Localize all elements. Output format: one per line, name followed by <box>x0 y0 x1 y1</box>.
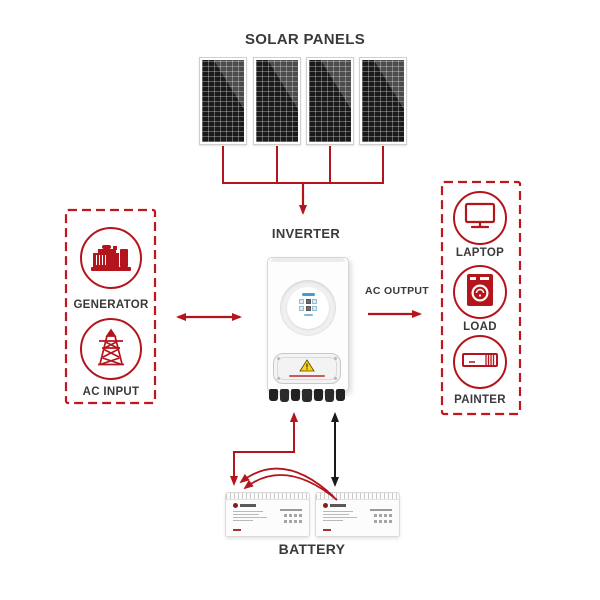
solar-panel-cells <box>309 60 351 142</box>
battery-spec-marks <box>280 509 302 523</box>
display-indicator <box>303 313 313 316</box>
battery-spec-marks <box>370 509 392 523</box>
battery-brand-logo <box>233 503 256 508</box>
battery-brand-logo <box>323 503 346 508</box>
ac-input-label: AC INPUT <box>82 386 140 398</box>
diagram-title: SOLAR PANELS <box>245 31 365 48</box>
battery-unit-2 <box>315 492 400 537</box>
laptop-circle <box>453 191 507 245</box>
ac-input-circle <box>80 318 142 380</box>
wiring-box <box>273 353 341 384</box>
printer-icon <box>461 350 499 375</box>
solar-panel-cells <box>256 60 298 142</box>
pv-bus-lines <box>222 146 384 184</box>
load-circle <box>453 265 507 319</box>
brand-logo <box>301 293 315 296</box>
solar-panel-cells <box>202 60 244 142</box>
battery-ridge <box>316 493 399 500</box>
inverter-terminals <box>269 389 345 402</box>
washing-machine-icon <box>467 273 493 311</box>
painter-label: PAINTER <box>454 394 506 406</box>
solar-panel-3 <box>306 57 354 145</box>
solar-panel-1 <box>199 57 247 145</box>
generator-label: GENERATOR <box>73 299 149 311</box>
battery-charge-arrow <box>230 412 298 486</box>
battery-label: BATTERY <box>278 541 346 557</box>
solar-panel-2 <box>253 57 301 145</box>
solar-panel-4 <box>359 57 407 145</box>
battery-ridge <box>226 493 309 500</box>
inverter-display-screen <box>287 287 329 329</box>
painter-circle <box>453 335 507 389</box>
monitor-icon <box>463 201 497 236</box>
solar-panel-cells <box>362 60 404 142</box>
transmission-tower-icon <box>93 327 129 372</box>
battery-unit-1 <box>225 492 310 537</box>
inverter-display <box>280 280 336 336</box>
warning-text-line <box>289 375 325 377</box>
load-label: LOAD <box>463 321 497 333</box>
generator-circle <box>80 227 142 289</box>
inverter-device <box>267 257 349 392</box>
status-icons <box>299 299 317 311</box>
inverter-label: INVERTER <box>271 226 341 241</box>
ac-output-label: AC OUTPUT <box>365 285 429 297</box>
warning-triangle-icon <box>299 359 315 377</box>
generator-icon <box>90 240 132 277</box>
laptop-label: LAPTOP <box>455 247 505 259</box>
